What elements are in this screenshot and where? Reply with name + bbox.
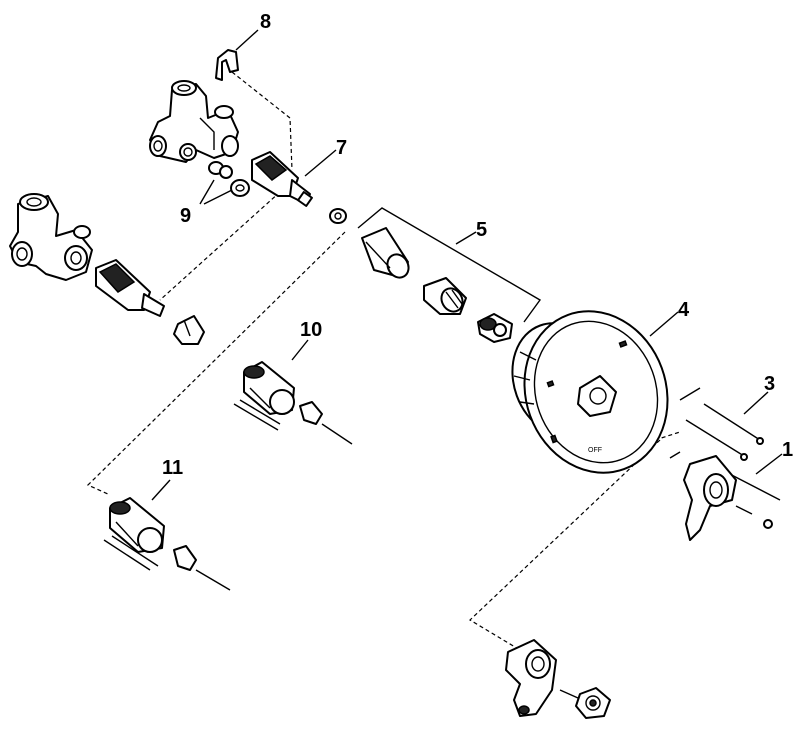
- handle-part-1: 1: [669, 439, 793, 541]
- lower-bonnet-nut: [173, 315, 205, 345]
- upper-valve-body: [149, 80, 239, 163]
- bottom-handle-kit: [505, 639, 611, 719]
- callout-4: 4: [678, 299, 690, 321]
- small-washer: [329, 208, 347, 224]
- callout-11: 11: [162, 457, 183, 479]
- trim-kit-part-11: 11: [103, 457, 231, 591]
- callout-7: 7: [336, 137, 347, 159]
- callout-10: 10: [300, 319, 322, 341]
- callout-8: 8: [260, 11, 271, 33]
- assembly-dashed-lines: [86, 71, 681, 651]
- trim-kit-part-10: 10: [233, 319, 353, 445]
- screws-part-3: 3: [679, 373, 775, 461]
- callout-5: 5: [476, 219, 487, 241]
- sleeve-kit-part-5: 5: [357, 207, 542, 343]
- seat-washer-set: 9: [180, 161, 250, 227]
- off-mark: OFF: [588, 447, 602, 454]
- upper-cartridge: 7: [251, 137, 347, 207]
- clip-part-8: 8: [215, 11, 271, 81]
- callout-9: 9: [180, 205, 191, 227]
- callout-1: 1: [782, 439, 793, 461]
- callout-3: 3: [764, 373, 775, 395]
- lower-cartridge: [95, 259, 165, 317]
- lower-valve-body: [9, 193, 93, 281]
- escutcheon-part-4: 4 OFF: [511, 299, 690, 474]
